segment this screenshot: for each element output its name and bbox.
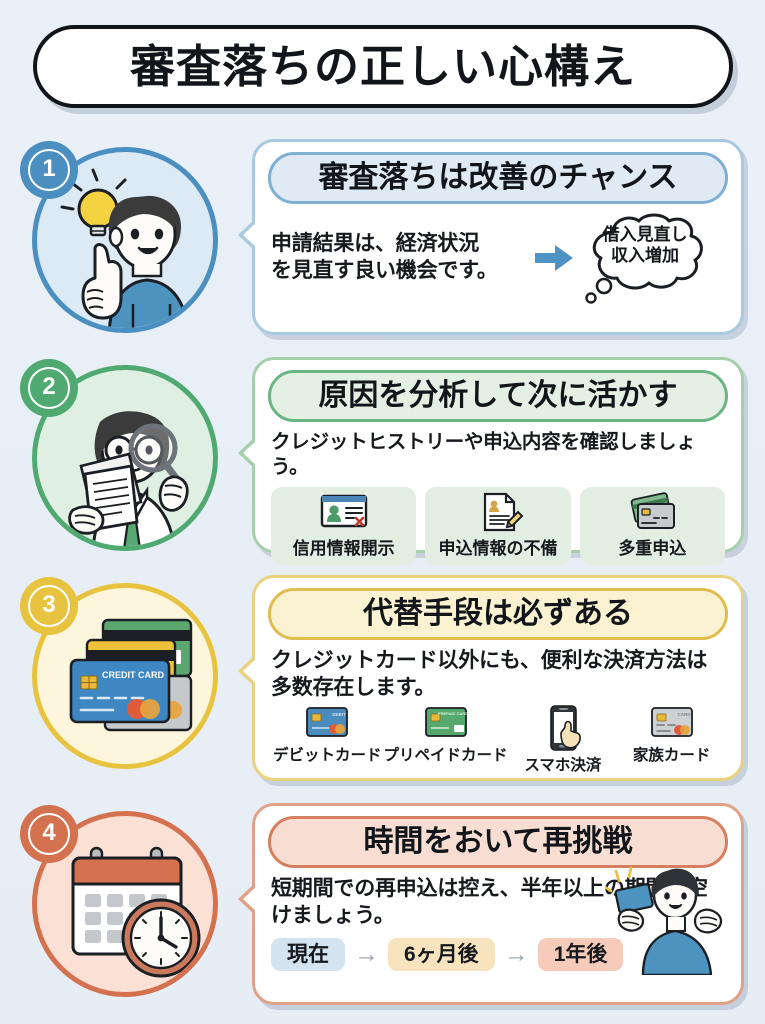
section-2-chip-list: 信用情報開示 [271,486,725,565]
chip-application-info-deficiency: 申込情報の不備 [425,486,571,565]
chip-smartphone-payment: スマホ決済 [510,704,617,775]
arrow-right-blue-icon [533,243,575,273]
timeline-pill-1-year: 1年後 [537,937,624,971]
chip-family-card: CARD 家族カード [618,704,725,775]
id-card-x-icon [320,494,367,528]
credit-card-text: CREDIT CARD [102,670,164,680]
svg-text:DEBIT: DEBIT [333,712,347,717]
section-2-heading: 原因を分析して次に活かす [318,379,678,412]
page-title: 審査落ちの正しい心構え [129,41,636,92]
timeline-pill-6-months: 6ヶ月後 [388,937,495,971]
section-3-illustration-holder: CREDIT CARD 3 [20,577,220,773]
chip-prepaid-card: PREPAID CARD プリペイドカード [384,704,508,775]
section-2-card: 原因を分析して次に活かす クレジットヒストリーや申込内容を確認しましょう。 [238,357,744,565]
thought-bubble-text: 借入見直し 収入増加 [579,224,711,267]
section-4-card-notch-inner [243,884,259,914]
section-1-card-notch-inner [243,220,259,250]
section-2: 2 原因を分析して次に活かす クレジットヒストリーや申込内容を確認しましょう。 [0,351,765,565]
section-1-text-block: 申請結果は、経済状況 を見直す良い機会です。 [271,231,529,285]
section-3-card-notch-inner [243,656,259,686]
chip-credit-info-disclosure: 信用情報開示 [271,486,417,565]
section-1-heading: 審査落ちは改善のチャンス [318,161,678,194]
section-4-body-line2: けましょう。 [271,903,395,927]
calendar-and-clock-icon [71,846,201,978]
thought-line-1: 借入見直し [602,225,688,244]
section-2-body: クレジットヒストリーや申込内容を確認しましょう。 [255,422,741,565]
chip-label: プリペイドカード [383,746,508,764]
section-4-body-line1: 短期間での再申込は控え、半年以上の期間を空 [271,877,708,900]
section-1-body-line2: を見直す良い機会です。 [271,259,498,282]
svg-text:PREPAID CARD: PREPAID CARD [437,711,467,716]
chip-multiple-applications: 多重申込 [579,486,725,565]
section-4-card: 時間をおいて再挑戦 短期間での再申込は控え、半年以上の期間を空 けましょう。 現… [238,803,744,1005]
document-pencil-icon [483,492,524,532]
section-1-heading-box: 審査落ちは改善のチャンス [268,152,728,204]
section-3-body-line1: クレジットカード以外にも、便利な決済方法は [271,649,708,672]
section-3-card: 代替手段は必ずある クレジットカード以外にも、便利な決済方法は 多数存在します。… [238,575,744,781]
section-4-illustration-holder: 4 [20,805,220,1001]
chip-label: 家族カード [632,746,711,764]
chip-label: デビットカード [273,746,382,764]
section-1-number: 1 [28,149,70,191]
chip-label: スマホ決済 [524,756,602,774]
person-magnifying-glass-documents-icon [68,411,189,546]
section-3-number-badge: 3 [20,577,78,635]
smartphone-tap-icon [550,704,581,751]
section-1: 1 審査落ちは改善のチャンス 申請結果は、経済状況 を見直す良い機会です。 [0,133,765,345]
section-3-heading: 代替手段は必ずある [363,597,633,630]
chip-debit-card: DEBIT デビットカード [273,704,382,775]
page-title-box: 審査落ちの正しい心構え [33,25,733,108]
timeline-pill-now: 現在 [271,937,345,971]
section-1-body-line1: 申請結果は、経済状況 [271,232,479,256]
section-2-number-badge: 2 [20,359,78,417]
section-3-chip-list: DEBIT デビットカード PREPAID CARD [271,704,725,775]
section-4-number: 4 [28,813,70,855]
section-1-number-badge: 1 [20,141,78,199]
section-3-number: 3 [28,585,70,627]
stack-of-credit-cards-icon: CREDIT CARD [69,618,193,732]
person-holding-card-celebrating-icon [603,863,737,976]
svg-text:CARD: CARD [677,712,691,717]
chip-label: 多重申込 [618,538,687,558]
chip-label: 信用情報開示 [292,538,395,558]
section-4-illustration-circle [32,811,218,997]
timeline-arrow-2-icon: → [503,939,529,968]
section-1-card: 審査落ちは改善のチャンス 申請結果は、経済状況 を見直す良い機会です。 [238,139,744,335]
section-3-body-line2: 多数存在します。 [271,675,436,699]
section-4-number-badge: 4 [20,805,78,863]
section-2-heading-box: 原因を分析して次に活かす [268,370,728,422]
section-3-heading-box: 代替手段は必ずある [268,588,728,640]
chip-label: 申込情報の不備 [438,538,558,558]
page-title-container: 審査落ちの正しい心構え [33,25,733,108]
debit-card-icon: DEBIT [306,706,349,737]
section-1-illustration-holder: 1 [20,141,220,337]
section-2-card-notch-inner [243,438,259,468]
section-3-illustration-circle: CREDIT CARD [32,583,218,769]
section-1-illustration-circle [32,147,218,333]
section-2-illustration-holder: 2 [20,359,220,555]
multiple-cards-icon [631,492,676,529]
prepaid-card-icon: PREPAID CARD [424,706,468,737]
section-2-body-text: クレジットヒストリーや申込内容を確認しましょう。 [271,431,696,478]
section-4-body: 短期間での再申込は控え、半年以上の期間を空 けましょう。 現在 → 6ヶ月後 →… [255,866,741,976]
family-card-icon: CARD [650,706,693,737]
section-3: CREDIT CARD 3 [0,569,765,791]
section-4: 4 時間をおいて再挑戦 短期間での再申込は控え、半年以上の期間を空 けましょう。… [0,797,765,1015]
thought-line-2: 収入増加 [611,246,679,266]
section-1-body: 申請結果は、経済状況 を見直す良い機会です。 [255,204,741,304]
section-4-heading: 時間をおいて再挑戦 [363,825,633,858]
section-3-body: クレジットカード以外にも、便利な決済方法は 多数存在します。 DEBIT デビッ… [255,640,741,775]
thought-bubble: 借入見直し 収入増加 [579,212,711,304]
timeline-arrow-1-icon: → [354,939,379,968]
section-4-timeline: 現在 → 6ヶ月後 → 1年後 [271,937,725,971]
person-lightbulb-idea-icon [60,168,190,328]
section-2-number: 2 [28,367,70,409]
section-4-heading-box: 時間をおいて再挑戦 [268,816,728,868]
